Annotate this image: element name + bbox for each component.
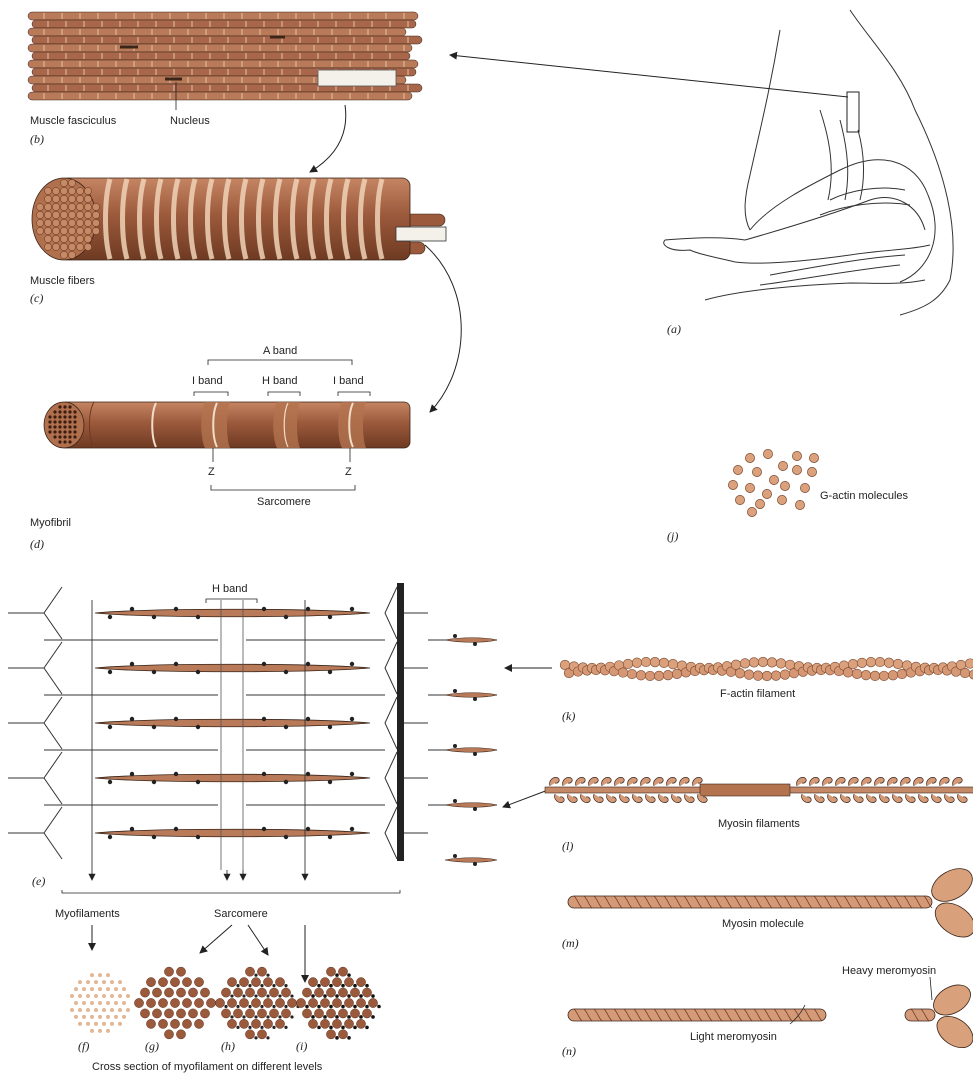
myosin-molecule-label: Myosin molecule bbox=[722, 918, 804, 930]
myofibril-label: Myofibril bbox=[30, 517, 71, 529]
cross-section-arrows bbox=[92, 925, 305, 982]
sarcomere-lattice-illustration bbox=[8, 583, 497, 880]
panel-letter-n: (n) bbox=[562, 1044, 576, 1058]
muscle-fibers-illustration bbox=[32, 178, 446, 260]
heavy-meromyosin-label: Heavy meromyosin bbox=[842, 965, 936, 977]
arrow-fasciculus-to-fibers bbox=[310, 105, 346, 172]
a-band-label: A band bbox=[263, 345, 297, 357]
f-actin-label: F-actin filament bbox=[720, 688, 795, 700]
h-band-label: H band bbox=[262, 375, 297, 387]
panel-letter-e: (e) bbox=[32, 874, 45, 888]
myofibril-illustration bbox=[44, 402, 410, 448]
cross-section-illustrations bbox=[70, 967, 381, 1040]
panel-letter-k: (k) bbox=[562, 709, 575, 723]
myofilaments-label: Myofilaments bbox=[55, 908, 120, 920]
muscle-fasciculus-label: Muscle fasciculus bbox=[30, 115, 117, 127]
myosin-filaments-illustration bbox=[545, 777, 973, 802]
i-band-right-label: I band bbox=[333, 375, 364, 387]
myosin-filaments-label: Myosin filaments bbox=[718, 818, 800, 830]
arm-illustration bbox=[664, 10, 953, 315]
cross-section-caption: Cross section of myofilament on differen… bbox=[92, 1061, 323, 1073]
panel-letter-l: (l) bbox=[562, 839, 573, 853]
panel-letter-h: (h) bbox=[221, 1039, 235, 1053]
g-actin-label: G-actin molecules bbox=[820, 490, 909, 502]
nucleus-label: Nucleus bbox=[170, 115, 210, 127]
arrow-myosin-to-lattice bbox=[503, 790, 548, 807]
g-actin-molecules-illustration bbox=[728, 449, 818, 516]
panel-letter-m: (m) bbox=[562, 936, 579, 950]
sarcomere-bracket-e bbox=[62, 890, 400, 893]
i-band-left-label: I band bbox=[192, 375, 223, 387]
muscle-fibers-label: Muscle fibers bbox=[30, 275, 95, 287]
panel-letter-i: (i) bbox=[296, 1039, 307, 1053]
sarcomere-label: Sarcomere bbox=[257, 496, 311, 508]
f-actin-filament-illustration bbox=[560, 657, 973, 681]
z-right-label: Z bbox=[345, 466, 352, 478]
h-band-e-label: H band bbox=[212, 583, 247, 595]
panel-letter-c: (c) bbox=[30, 291, 43, 305]
panel-letter-f: (f) bbox=[78, 1039, 89, 1053]
panel-letter-g: (g) bbox=[145, 1039, 159, 1053]
panel-letter-j: (j) bbox=[667, 529, 678, 543]
sarcomere-e-label: Sarcomere bbox=[214, 908, 268, 920]
myosin-molecule-illustration bbox=[568, 862, 973, 944]
light-meromyosin-label: Light meromyosin bbox=[690, 1031, 777, 1043]
arrow-fibers-to-myofibril bbox=[425, 245, 461, 412]
panel-letter-d: (d) bbox=[30, 537, 44, 551]
panel-letter-b: (b) bbox=[30, 132, 44, 146]
panel-letter-a: (a) bbox=[667, 322, 681, 336]
arrow-arm-to-fasciculus bbox=[450, 55, 848, 97]
z-left-label: Z bbox=[208, 466, 215, 478]
muscle-fasciculus-illustration bbox=[28, 12, 422, 100]
